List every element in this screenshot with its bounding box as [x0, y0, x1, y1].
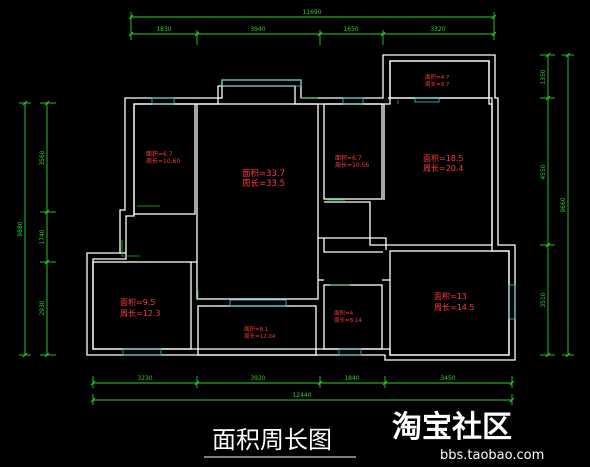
dim-right-total: 9660 [560, 197, 567, 212]
dim-top-3: 1650 [343, 26, 358, 33]
dim-right-2: 4550 [540, 164, 547, 179]
room-3-area: 面积=6.7 [335, 154, 362, 162]
window [221, 79, 302, 87]
room-3-perimeter: 周长=10.56 [335, 161, 369, 169]
dim-bottom-1: 3230 [137, 375, 152, 382]
wall-balcony [389, 60, 490, 99]
dimension-labels: 11690 1830 3940 1650 3320 3230 3920 1840… [17, 9, 567, 399]
room-7-area: 面积=8.1 [244, 326, 268, 333]
room-2-perimeter: 周长=33.5 [242, 178, 285, 189]
room-labels: 面积=6.7 周长=10.60 面积=33.7 周长=33.5 面积=6.7 周… [120, 74, 475, 340]
dim-top-1: 1830 [156, 26, 171, 33]
room-8-area: 面积=4 [334, 310, 354, 317]
room-1-area: 面积=6.7 [146, 150, 173, 158]
dim-top-4: 3320 [430, 26, 445, 33]
room-4-area: 面积=4.7 [425, 74, 450, 81]
diagram-caption: 面积周长图 [212, 426, 332, 454]
window [338, 348, 362, 356]
windows [122, 79, 516, 356]
dim-right-3: 3510 [540, 292, 547, 307]
watermark: 淘宝社区 bbs.taobao.com [392, 410, 544, 463]
dim-bottom-3: 1840 [344, 375, 359, 382]
room-6-perimeter: 周长=12.3 [120, 308, 161, 318]
room-6-area: 面积=9.5 [120, 297, 155, 307]
dim-left-total: 9880 [17, 221, 24, 236]
room-9-perimeter: 周长=14.5 [434, 302, 475, 312]
room-5-perimeter: 周长=20.4 [423, 163, 464, 173]
room-9-area: 面积=13 [434, 291, 467, 301]
room-8-perimeter: 周长=8.14 [334, 316, 362, 324]
dim-right-1: 1350 [540, 69, 547, 84]
dim-top-total: 11690 [302, 9, 321, 16]
dim-top-2: 3940 [250, 26, 265, 33]
door-lines [121, 97, 399, 300]
dimension-lines [19, 12, 574, 405]
window [122, 348, 162, 356]
window [151, 97, 175, 105]
dim-bottom-4: 3450 [440, 375, 455, 382]
dim-bottom-2: 3920 [250, 375, 265, 382]
window [229, 299, 287, 307]
dim-left-2: 1740 [39, 229, 46, 244]
window [342, 97, 364, 105]
room-1-perimeter: 周长=10.60 [146, 157, 180, 165]
window [508, 284, 516, 320]
wall-bottom-small [323, 284, 383, 350]
watermark-url: bbs.taobao.com [440, 448, 544, 463]
room-5-area: 面积=18.5 [423, 153, 464, 163]
window [414, 97, 440, 103]
wall-small-room [323, 103, 383, 200]
room-7-perimeter: 周长=12.04 [244, 332, 276, 340]
dim-left-3: 2930 [39, 300, 46, 315]
dim-left-1: 3560 [39, 150, 46, 165]
wall-living-room [196, 103, 319, 300]
watermark-logo: 淘宝社区 [392, 410, 512, 445]
wall-big-bedroom [324, 97, 493, 246]
room-2-area: 面积=33.7 [242, 168, 285, 179]
room-4-perimeter: 周长=9.7 [425, 80, 450, 88]
dim-bottom-total: 12440 [292, 392, 311, 399]
